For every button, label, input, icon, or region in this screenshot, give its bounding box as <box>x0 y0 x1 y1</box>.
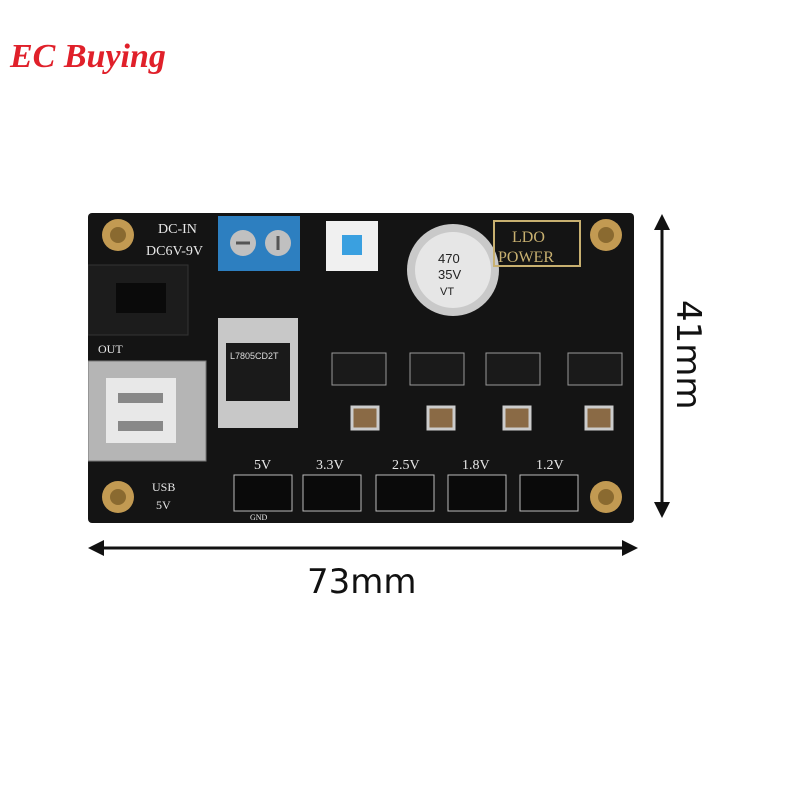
rail-2v5: 2.5V <box>392 458 420 473</box>
ldo-power-board: DC-IN DC6V-9V LDO POWER OUT USB 5V 5V 3.… <box>88 213 634 523</box>
usb-5v-label: 5V <box>156 498 171 512</box>
mounting-holes <box>102 219 622 513</box>
cap-voltage: 35V <box>438 267 461 282</box>
rail-3v3: 3.3V <box>316 458 344 473</box>
ldo-regulators <box>331 352 623 386</box>
gnd-label: GND <box>250 513 268 522</box>
rail-1v8: 1.8V <box>462 458 490 473</box>
cap-brand: VT <box>440 286 454 298</box>
ldo-title-2: POWER <box>498 249 554 266</box>
width-label: 73mm <box>307 562 417 602</box>
pin-headers <box>233 474 579 512</box>
rail-1v2: 1.2V <box>536 458 564 473</box>
out-label: OUT <box>98 342 123 356</box>
usb-label: USB <box>152 480 175 494</box>
ceramic-capacitors <box>350 405 614 431</box>
dc-in-label: DC-IN <box>158 222 197 237</box>
ldo-power-box <box>493 220 581 267</box>
rail-5v: 5V <box>254 458 271 473</box>
dc-range-label: DC6V-9V <box>146 244 203 259</box>
ldo-title-1: LDO <box>512 229 545 246</box>
cap-value: 470 <box>438 251 460 266</box>
brand-logo: EC Buying <box>10 38 166 75</box>
regulator-label: L7805CD2T <box>230 351 279 361</box>
height-label: 41mm <box>668 300 708 410</box>
